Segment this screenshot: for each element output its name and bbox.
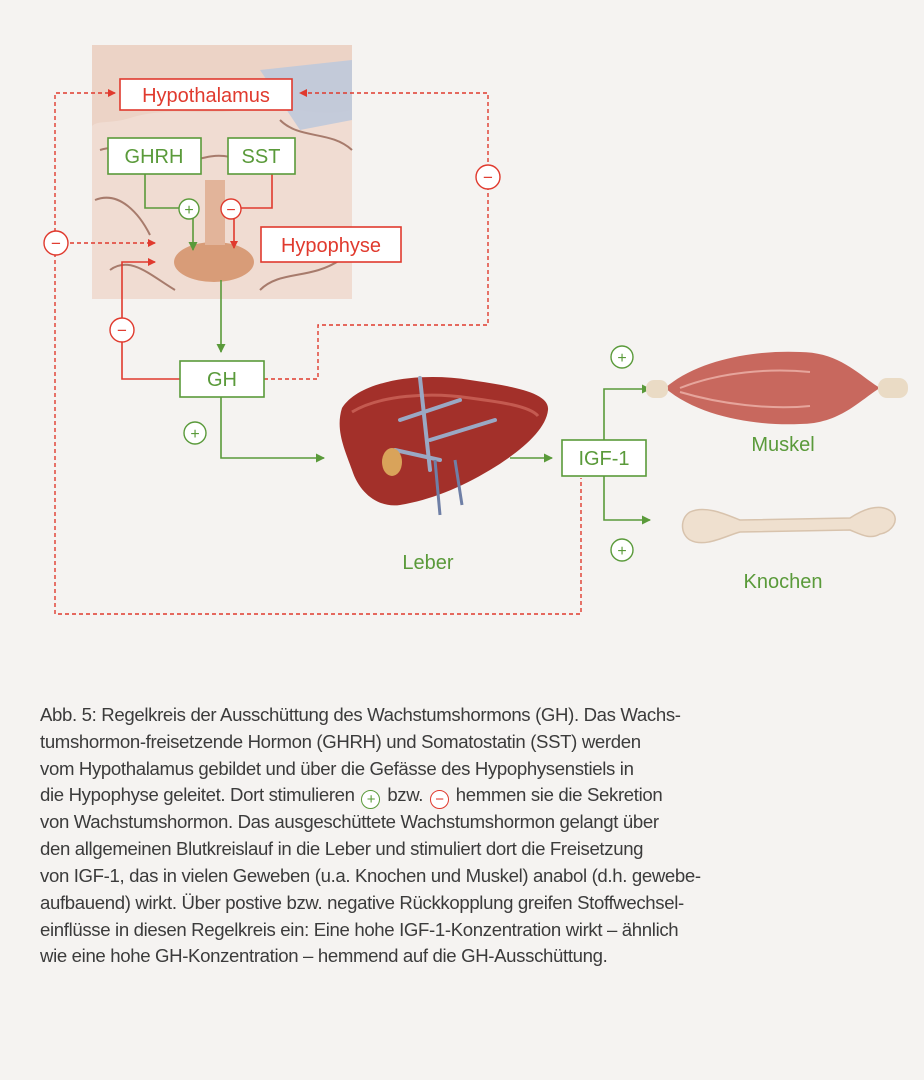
bone-illustration [683, 507, 896, 542]
muscle-illustration [646, 352, 908, 425]
figure-caption: Abb. 5: Regelkreis der Ausschüttung des … [40, 702, 890, 970]
minus-sign-gh-short: − [110, 318, 134, 342]
caption-line: von Wachstumshormon. Das ausgeschüttete … [40, 809, 890, 836]
minus-sign-igf-left: − [44, 231, 68, 255]
svg-text:Hypothalamus: Hypothalamus [142, 85, 270, 107]
caption-line-with-signs: die Hypophyse geleitet. Dort stimulieren… [40, 782, 890, 809]
svg-text:−: − [483, 168, 493, 187]
ghrh-box: GHRH [108, 138, 201, 174]
muskel-label: Muskel [751, 434, 814, 456]
minus-sign-sst: − [221, 199, 241, 219]
caption-line: von IGF-1, das in vielen Geweben (u.a. K… [40, 863, 890, 890]
sst-box: SST [228, 138, 295, 174]
plus-sign-muscle: + [611, 346, 633, 368]
caption-text: bzw. [387, 784, 423, 805]
svg-text:GH: GH [207, 369, 237, 391]
igf-to-muscle-arrow [604, 389, 650, 440]
knochen-label: Knochen [744, 571, 823, 593]
hypothalamus-box: Hypothalamus [120, 79, 292, 110]
plus-sign-gh-liver: + [184, 422, 206, 444]
inline-minus-sign: − [430, 790, 449, 809]
svg-text:+: + [190, 426, 199, 443]
leber-label: Leber [402, 552, 453, 574]
caption-line: tumshormon-freisetzende Hormon (GHRH) un… [40, 729, 890, 756]
inline-plus-sign: + [361, 790, 380, 809]
plus-sign-ghrh: + [179, 199, 199, 219]
caption-line: einflüsse in diesen Regelkreis ein: Eine… [40, 917, 890, 944]
caption-line: aufbauend) wirkt. Über postive bzw. nega… [40, 890, 890, 917]
minus-sign-gh-long: − [476, 165, 500, 189]
igf-to-bone-arrow [604, 476, 650, 520]
caption-line: den allgemeinen Blutkreislauf in die Leb… [40, 836, 890, 863]
caption-line: wie eine hohe GH-Konzentration – hemmend… [40, 943, 890, 970]
svg-text:SST: SST [242, 146, 281, 168]
svg-text:−: − [226, 202, 235, 219]
svg-text:−: − [117, 321, 127, 340]
svg-text:Hypophyse: Hypophyse [281, 235, 381, 257]
caption-text: hemmen sie die Sekretion [456, 784, 663, 805]
growth-hormone-diagram: Hypothalamus GHRH SST Hypophyse GH IGF-1… [0, 0, 924, 640]
caption-text: die Hypophyse geleitet. Dort stimulieren [40, 784, 355, 805]
svg-text:IGF-1: IGF-1 [578, 448, 629, 470]
gh-to-liver-arrow [221, 397, 324, 458]
igf1-box: IGF-1 [562, 440, 646, 476]
svg-text:GHRH: GHRH [125, 146, 184, 168]
caption-line: Abb. 5: Regelkreis der Ausschüttung des … [40, 702, 890, 729]
svg-text:+: + [184, 202, 193, 219]
liver-illustration [340, 377, 548, 515]
gh-box: GH [180, 361, 264, 397]
plus-sign-bone: + [611, 539, 633, 561]
caption-line: vom Hypothalamus gebildet und über die G… [40, 756, 890, 783]
svg-text:−: − [51, 234, 61, 253]
hypophyse-box: Hypophyse [261, 227, 401, 262]
svg-text:+: + [617, 543, 626, 560]
svg-text:+: + [617, 350, 626, 367]
